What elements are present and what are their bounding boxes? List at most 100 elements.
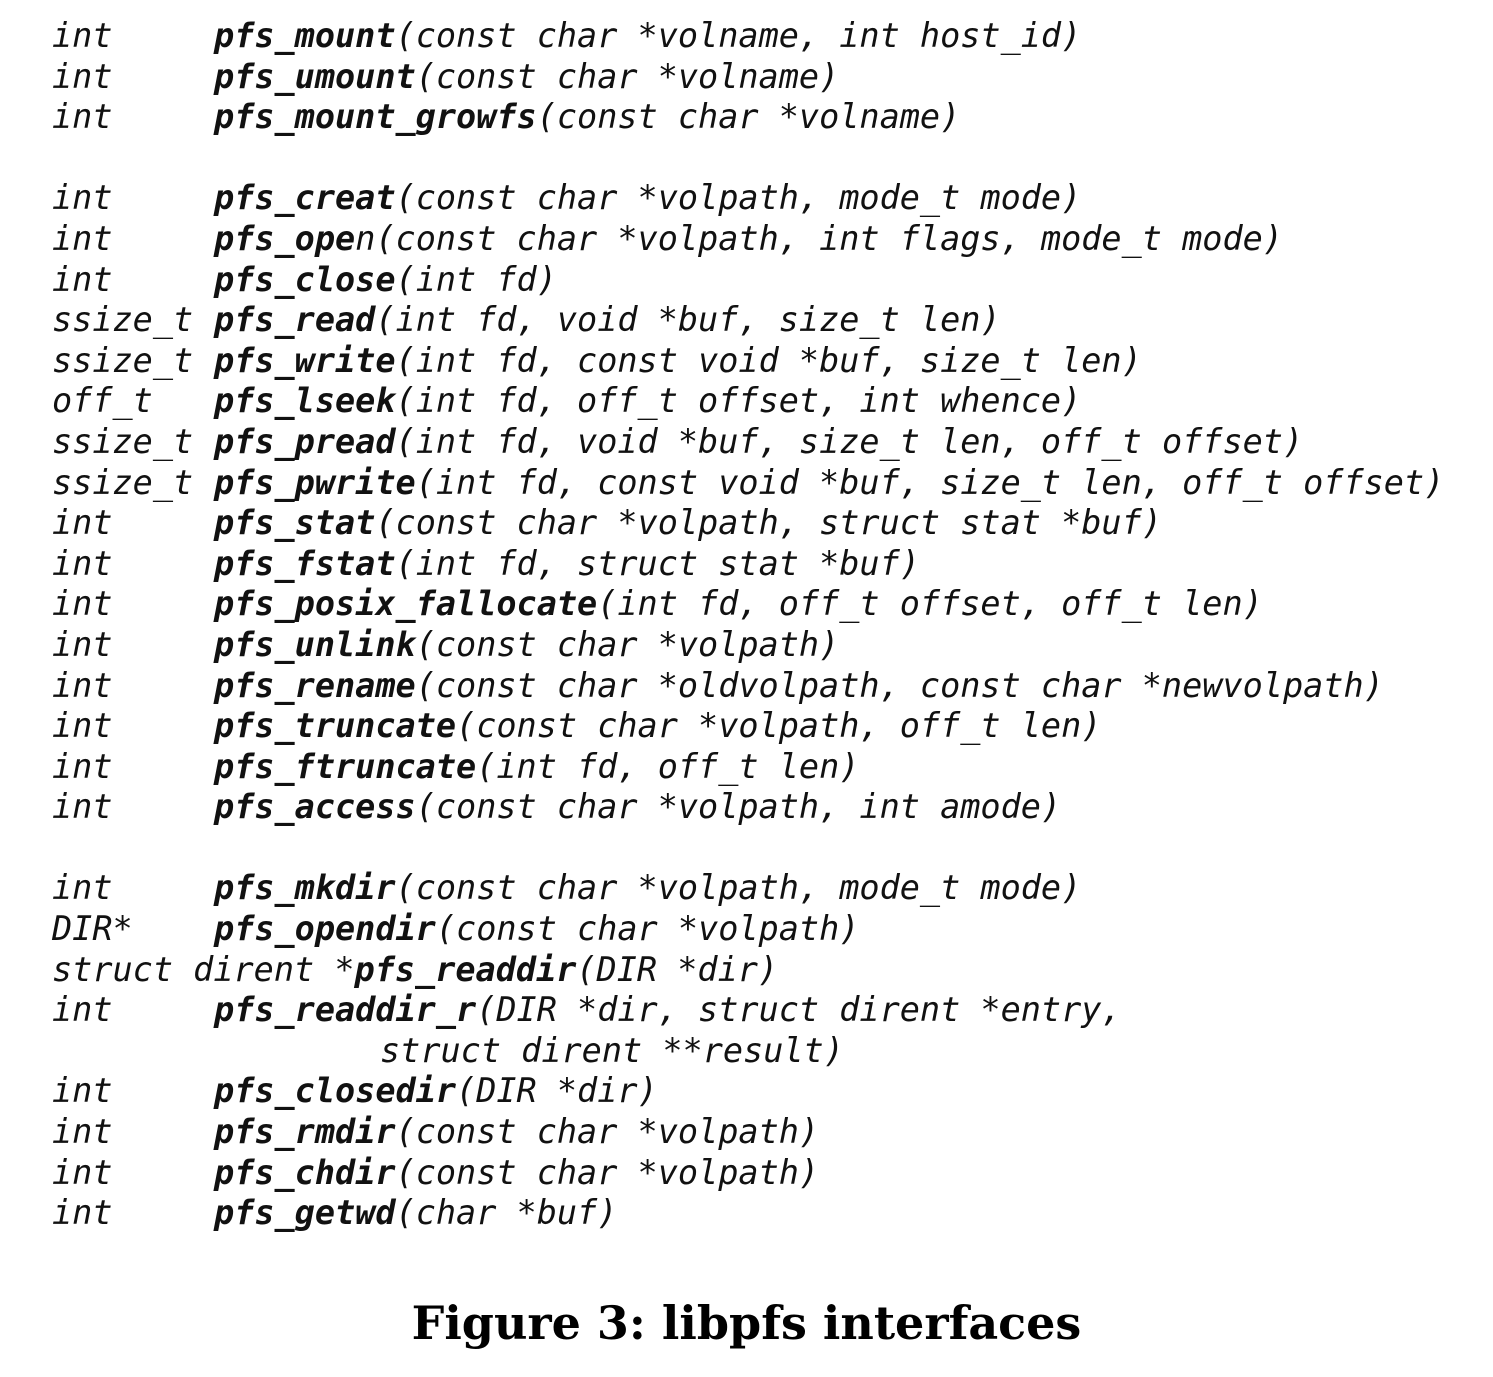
function-args: (const char *volpath, mode_t mode) (395, 178, 1082, 218)
return-type: int (52, 56, 113, 96)
return-type: int (52, 624, 113, 664)
return-type: ssize_t (52, 300, 194, 340)
function-args: (const char *volpath) (435, 909, 860, 949)
function-name: pfs_chdir (214, 1152, 396, 1192)
function-name: pfs_read (214, 300, 376, 340)
return-type: ssize_t (52, 462, 194, 502)
return-type: int (52, 178, 113, 218)
return-type: int (52, 706, 113, 746)
return-type: int (52, 584, 113, 624)
function-args: (DIR *dir) (456, 1071, 658, 1111)
function-args: (const char *volpath) (415, 624, 840, 664)
function-args: (const char *volpath, struct stat *buf) (375, 503, 1162, 543)
code-listing: int pfs_mount(const char *volname, int ho… (52, 16, 1444, 1234)
function-signature: int pfs_umount(const char *volname) (52, 57, 1444, 98)
function-args: (int fd, void *buf, size_t len) (375, 300, 1001, 340)
function-args: (const char *volname, int host_id) (395, 16, 1082, 55)
function-args: (int fd, const void *buf, size_t len, of… (415, 462, 1445, 502)
function-name: pfs_truncate (214, 706, 457, 746)
function-name: pfs_readdir_r (214, 990, 477, 1030)
function-name: pfs_fstat (214, 543, 396, 583)
function-name: pfs_posix_fallocate (214, 584, 598, 624)
function-name: pfs_getwd (214, 1193, 396, 1233)
function-args: (const char *volpath) (395, 1152, 820, 1192)
return-type: int (52, 503, 113, 543)
function-args: (DIR *dir) (576, 949, 779, 989)
function-args: (int fd, off_t offset, int whence) (395, 381, 1082, 421)
function-name: pfs_readdir (354, 949, 577, 989)
function-signature: int pfs_mount(const char *volname, int ho… (52, 16, 1444, 57)
return-type: int (52, 868, 113, 908)
function-name: pfs_umount (214, 56, 416, 96)
return-type: int (52, 1193, 113, 1233)
function-signature: int pfs_rmdir(const char *volpath) (52, 1112, 1444, 1153)
function-name: pfs_stat (214, 503, 376, 543)
function-args: (char *buf) (395, 1193, 618, 1233)
return-type: int (52, 16, 113, 55)
function-name: pfs_access (214, 787, 416, 827)
function-name: pfs_ftruncate (214, 746, 477, 786)
function-name: pfs_close (214, 259, 396, 299)
return-type: off_t (52, 381, 153, 421)
return-type: DIR* (52, 909, 133, 949)
function-signature: int pfs_stat(const char *volpath, struct … (52, 503, 1444, 544)
function-args: (const char *volname) (536, 97, 961, 137)
return-type: int (52, 1152, 113, 1192)
return-type: int (52, 259, 113, 299)
function-name: pfs_closedir (214, 1071, 457, 1111)
figure-caption: Figure 3: libpfs interfaces (411, 1296, 1082, 1350)
return-type: int (52, 1112, 113, 1152)
function-signature: struct dirent *pfs_readdir(DIR *dir) (52, 950, 1444, 991)
return-type: int (52, 543, 113, 583)
function-args-continued: struct dirent **result) (380, 1030, 844, 1070)
function-signature: int pfs_creat(const char *volpath, mode_t… (52, 178, 1444, 219)
function-signature: ssize_t pfs_read(int fd, void *buf, size_… (52, 300, 1444, 341)
function-args: (int fd) (395, 259, 557, 299)
function-signature: int pfs_getwd(char *buf) (52, 1193, 1444, 1234)
group-separator (52, 138, 1444, 179)
return-type: int (52, 97, 113, 137)
function-signature: DIR* pfs_opendir(const char *volpath) (52, 909, 1444, 950)
function-args: (const char *volname) (415, 56, 840, 96)
function-signature: off_t pfs_lseek(int fd, off_t offset, int… (52, 381, 1444, 422)
function-name: pfs_opendir (214, 909, 436, 949)
function-name: pfs_rename (214, 665, 416, 705)
return-type: int (52, 746, 113, 786)
group-separator (52, 828, 1444, 869)
function-name: pfs_creat (214, 178, 396, 218)
function-args: (DIR *dir, struct dirent *entry, (476, 990, 1122, 1030)
function-name: pfs_lseek (214, 381, 396, 421)
function-args: (int fd, const void *buf, size_t len) (395, 340, 1142, 380)
function-name: pfs_pread (214, 421, 396, 461)
function-signature: int pfs_readdir_r(DIR *dir, struct dirent… (52, 990, 1444, 1031)
function-name: pfs_mount_growfs (214, 97, 537, 137)
function-signature: int pfs_closedir(DIR *dir) (52, 1071, 1444, 1112)
function-name: pfs_mount (214, 16, 396, 55)
function-signature: int pfs_chdir(const char *volpath) (52, 1153, 1444, 1194)
function-signature-continuation: struct dirent **result) (52, 1031, 1444, 1072)
function-args: (int fd, struct stat *buf) (395, 543, 920, 583)
function-name: pfs_pwrite (214, 462, 416, 502)
function-args: (int fd, void *buf, size_t len, off_t of… (395, 421, 1304, 461)
function-name: pfs_write (214, 340, 396, 380)
return-type: int (52, 1071, 113, 1111)
function-name: pfs_unlink (214, 624, 416, 664)
function-signature: int pfs_ftruncate(int fd, off_t len) (52, 747, 1444, 788)
function-signature: int pfs_mount_growfs(const char *volname) (52, 97, 1444, 138)
function-args: (const char *volpath) (395, 1112, 820, 1152)
function-args: (const char *volpath, int amode) (415, 787, 1062, 827)
return-type: struct dirent * (52, 949, 355, 989)
function-name: pfs_rmdir (214, 1112, 396, 1152)
function-name-suffix: n (355, 218, 376, 258)
function-args: (const char *volpath, int flags, mode_t … (375, 218, 1283, 258)
return-type: int (52, 990, 113, 1030)
function-args: (int fd, off_t len) (476, 746, 860, 786)
